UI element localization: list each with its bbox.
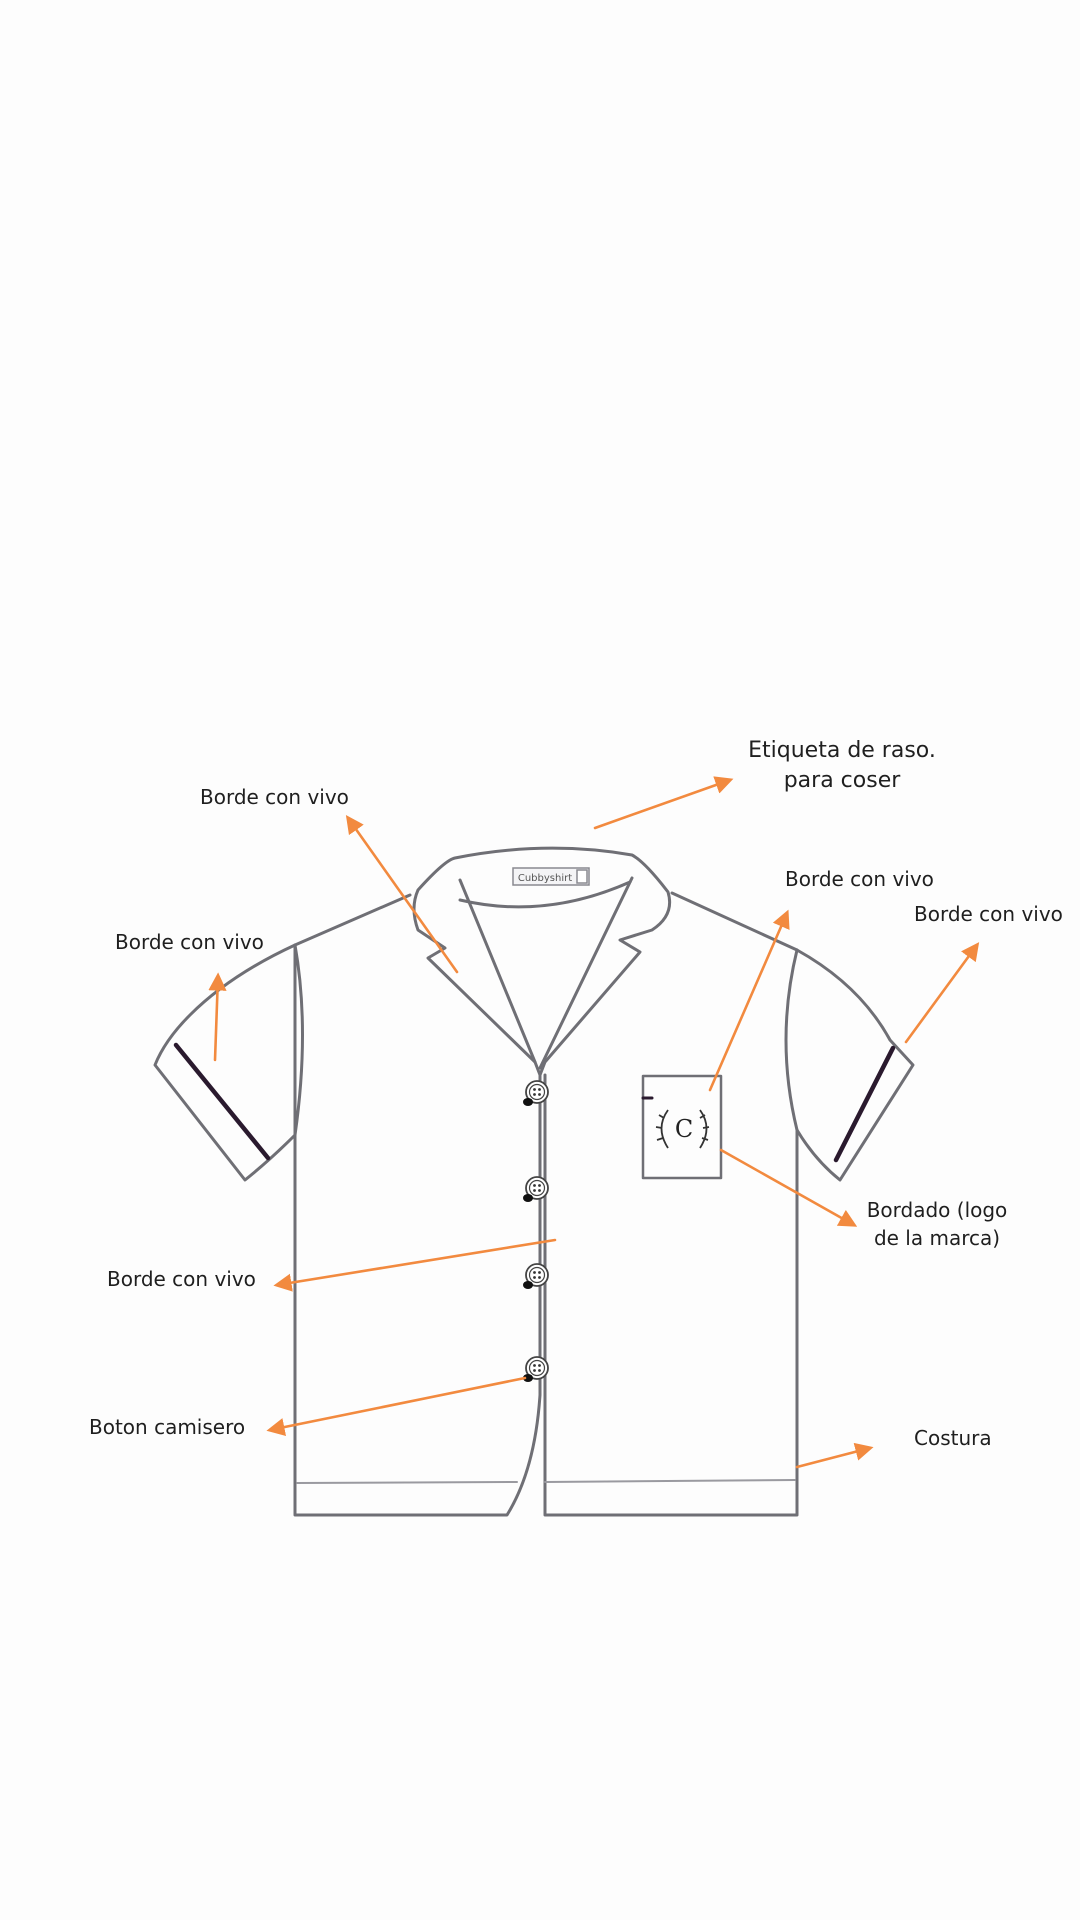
right-shoulder bbox=[670, 891, 799, 952]
left-shoulder bbox=[293, 893, 412, 947]
arrow-right-sleeve-piping bbox=[904, 942, 980, 1044]
label-placket-piping: Borde con vivo bbox=[107, 1267, 256, 1291]
neck-tag bbox=[512, 867, 590, 886]
laurel-logo-icon bbox=[655, 1109, 710, 1149]
arrow-seam bbox=[795, 1442, 874, 1469]
label-satin-label-line1: Etiqueta de raso. bbox=[748, 738, 936, 763]
neck-tag-text: Cubbyshirt bbox=[518, 873, 572, 884]
button-icon bbox=[523, 1356, 549, 1382]
shirt-body-left bbox=[293, 943, 542, 1517]
label-pocket-piping: Borde con vivo bbox=[785, 867, 934, 891]
left-armhole bbox=[293, 943, 304, 1137]
lapel-right bbox=[538, 876, 634, 1070]
hem-seam-left bbox=[296, 1481, 518, 1484]
arrow-pocket-piping bbox=[708, 909, 790, 1092]
label-seam: Costura bbox=[914, 1426, 992, 1450]
label-satin-label-line2: para coser bbox=[783, 768, 901, 793]
left-sleeve-piping bbox=[173, 1042, 271, 1161]
right-sleeve-piping bbox=[833, 1045, 896, 1163]
button-icon bbox=[523, 1176, 549, 1202]
hem-seam-right bbox=[544, 1479, 796, 1483]
right-armhole bbox=[784, 948, 799, 1132]
label-left-sleeve-piping: Borde con vivo bbox=[115, 930, 264, 954]
arrow-left-sleeve-piping bbox=[208, 972, 227, 1062]
label-embroidery: Bordado (logo de la marca) bbox=[867, 1196, 1008, 1252]
collar-band bbox=[458, 880, 632, 909]
button-icon bbox=[523, 1263, 549, 1289]
right-sleeve bbox=[795, 948, 915, 1182]
logo-letter: C bbox=[675, 1115, 693, 1143]
left-sleeve bbox=[153, 943, 297, 1182]
arrow-placket-piping bbox=[273, 1238, 557, 1292]
label-right-sleeve-piping: Borde con vivo bbox=[914, 902, 1063, 926]
label-embroidery-line2: de la marca) bbox=[873, 1226, 1001, 1250]
button-icon bbox=[523, 1080, 549, 1106]
arrow-satin-label bbox=[593, 776, 734, 830]
label-shirt-button: Boton camisero bbox=[89, 1415, 246, 1439]
lapel-left bbox=[458, 878, 537, 1064]
shirt-body-right bbox=[543, 1073, 799, 1517]
arrow-embroidery bbox=[719, 1148, 858, 1227]
chest-pocket bbox=[641, 1074, 723, 1180]
label-embroidery-line1: Bordado (logo bbox=[866, 1198, 1008, 1222]
arrow-collar-piping bbox=[345, 815, 459, 974]
label-satin-label: Etiqueta de raso. para coser bbox=[748, 736, 936, 796]
arrow-shirt-button bbox=[266, 1376, 527, 1437]
label-collar-piping: Borde con vivo bbox=[200, 785, 349, 809]
